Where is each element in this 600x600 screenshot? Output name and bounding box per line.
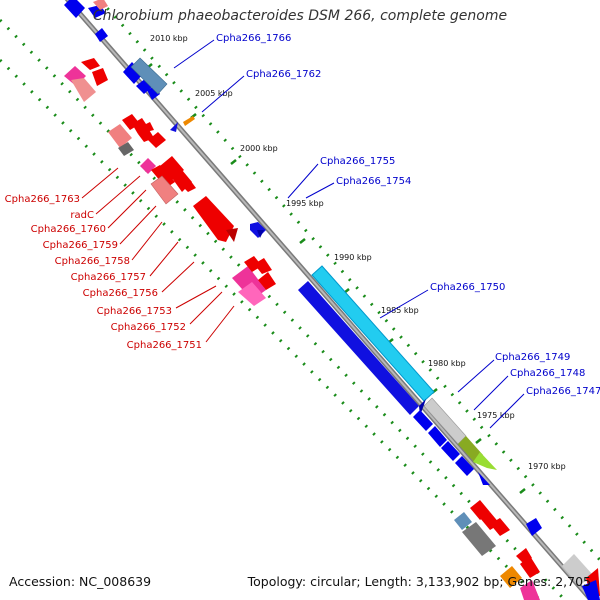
red-gene-cluster-1995[interactable] <box>150 156 238 242</box>
label-cpha266-1758[interactable]: Cpha266_1758 <box>55 256 130 267</box>
topology-label: Topology: circular; Length: 3,133,902 bp… <box>247 574 591 589</box>
gene-cpha266-1749[interactable] <box>423 397 467 445</box>
label-cpha266-1755[interactable]: Cpha266_1755 <box>320 156 395 167</box>
kbp-label-2000: 2000 kbp <box>240 144 278 153</box>
genome-backbone <box>64 0 595 600</box>
label-cpha266-1751[interactable]: Cpha266_1751 <box>127 340 202 351</box>
gene-cpha266-1748[interactable] <box>458 436 483 463</box>
label-cpha266-1762[interactable]: Cpha266_1762 <box>246 69 321 80</box>
label-cpha266-1749[interactable]: Cpha266_1749 <box>495 352 570 363</box>
label-cpha266-1760[interactable]: Cpha266_1760 <box>31 224 106 235</box>
blue-gene-cluster-1975[interactable] <box>413 410 490 485</box>
kbp-label-2005: 2005 kbp <box>195 89 233 98</box>
genome-title: Chlorobium phaeobacteroides DSM 266, com… <box>92 8 508 24</box>
kbp-label-2010: 2010 kbp <box>150 34 188 43</box>
red-gene-cluster-2005[interactable] <box>64 0 108 102</box>
tick-marks <box>146 63 526 494</box>
label-cpha266-1750[interactable]: Cpha266_1750 <box>430 282 505 293</box>
kbp-label-1975: 1975 kbp <box>477 411 515 420</box>
kbp-label-1970: 1970 kbp <box>528 462 566 471</box>
kbp-label-1980: 1980 kbp <box>428 359 466 368</box>
kbp-label-1985: 1985 kbp <box>381 306 419 315</box>
label-cpha266-1754[interactable]: Cpha266_1754 <box>336 176 411 187</box>
gene-orange-2003[interactable] <box>183 116 195 126</box>
label-cpha266-1757[interactable]: Cpha266_1757 <box>71 272 146 283</box>
accession-label: Accession: NC_008639 <box>9 574 152 589</box>
kbp-label-1990: 1990 kbp <box>334 253 372 262</box>
gene-cpha266-1750[interactable] <box>311 265 435 402</box>
gene-large-blue[interactable] <box>298 281 419 415</box>
label-cpha266-1763[interactable]: Cpha266_1763 <box>5 194 80 205</box>
label-cpha266-1748[interactable]: Cpha266_1748 <box>510 368 585 379</box>
label-cpha266-1756[interactable]: Cpha266_1756 <box>83 288 158 299</box>
label-cpha266-1766[interactable]: Cpha266_1766 <box>216 33 291 44</box>
blue-leader-lines <box>173 39 525 429</box>
label-cpha266-1753[interactable]: Cpha266_1753 <box>97 306 172 317</box>
red-leader-lines <box>81 167 235 343</box>
red-gene-cluster-1990[interactable] <box>232 256 276 306</box>
gene-blue-arrow-2003[interactable] <box>170 122 178 132</box>
kbp-label-1995: 1995 kbp <box>286 199 324 208</box>
gene-cluster-1965[interactable] <box>454 500 600 600</box>
label-cpha266-1759[interactable]: Cpha266_1759 <box>43 240 118 251</box>
label-cpha266-1747[interactable]: Cpha266_1747 <box>526 386 600 397</box>
label-cpha266-1752[interactable]: Cpha266_1752 <box>111 322 186 333</box>
gene-cpha266-1747[interactable] <box>473 452 497 470</box>
gene-cpha266-1766[interactable] <box>130 57 168 95</box>
red-gene-cluster-2000[interactable] <box>108 114 166 174</box>
label-radc[interactable]: radC <box>70 210 94 221</box>
